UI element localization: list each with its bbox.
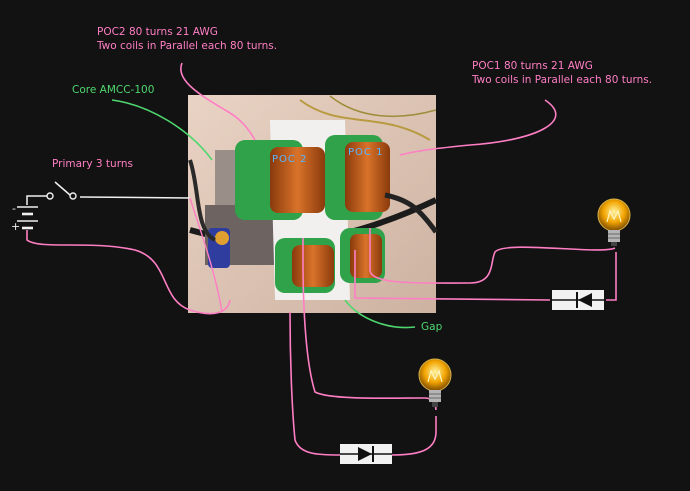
core-leader-line: [111, 99, 213, 161]
core-label: Core AMCC-100: [72, 84, 155, 96]
gap-label: Gap: [421, 321, 443, 333]
poc2-label: POC2 80 turns 21 AWG Two coils in Parall…: [97, 25, 277, 53]
gap-leader-line: [344, 299, 416, 329]
poc1-label-line-2: Two coils in Parallel each 80 turns.: [472, 74, 653, 86]
lightbulb-icon: [597, 198, 631, 246]
diode-icon: [340, 444, 392, 464]
photo-label-poc2: POC 2: [272, 154, 307, 165]
photo-label-poc1: POC 1: [348, 147, 383, 158]
poc2-label-line-1: POC2 80 turns 21 AWG: [97, 26, 218, 38]
poc1-label: POC1 80 turns 21 AWG Two coils in Parall…: [472, 59, 652, 87]
battery-minus-label: -: [12, 202, 16, 215]
poc1-label-line-1: POC1 80 turns 21 AWG: [472, 60, 593, 72]
battery-icon: [17, 206, 38, 230]
battery-plus-label: +: [11, 220, 20, 233]
poc1-circuit: [354, 228, 617, 301]
poc1-leader-line: [399, 99, 557, 156]
poc2-leader-line: [180, 62, 256, 141]
switch-icon: [69, 192, 77, 200]
transformer-photo: [188, 95, 439, 313]
diode-icon: [552, 290, 604, 310]
primary-circuit: [17, 181, 231, 315]
lightbulb-icon: [418, 358, 452, 407]
primary-label: Primary 3 turns: [52, 158, 133, 170]
poc2-label-line-2: Two coils in Parallel each 80 turns.: [97, 40, 278, 52]
